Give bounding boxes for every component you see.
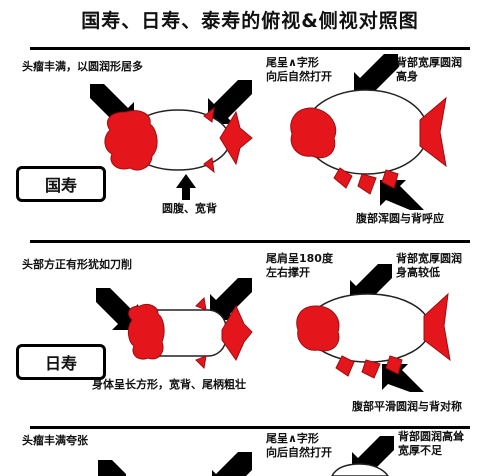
fish-side-tail [419,96,447,168]
section-guoshou: 头瘤丰满，以圆润形居多 尾呈∧字形 向后自然打开 背部宽厚圆润 高身 圆腹、宽背… [0,50,500,250]
arrow-icon [98,460,126,476]
divider-1 [30,47,470,50]
page-title: 国寿、日寿、泰寿的俯视&侧视对照图 [81,10,419,32]
fish-fin [203,106,215,123]
fish-illustration [98,436,394,476]
fish-fin [333,167,353,189]
note-body-shape: 身体呈长方形，宽背、尾柄粗壮 [92,378,246,391]
fish-top-head [104,110,158,171]
fish-fin [203,157,215,174]
fish-side-head [296,305,340,352]
arrow-icon [354,54,398,98]
note-head: 头瘤丰满，以圆润形居多 [22,60,143,73]
arrow-icon [176,174,196,200]
fish-top-tail [219,110,253,166]
fish-illustration [90,54,447,210]
fish-top-head [127,303,165,360]
fish-fin [335,355,355,377]
note-back: 背部宽厚圆润 高身 [396,56,462,83]
section-taishou: 头瘤丰满夸张 尾呈∧字形 向后自然打开 背部圆润高耸 宽厚不足 [0,430,500,476]
fish-fin [195,355,207,370]
arrow-icon [96,288,138,330]
fish-side-body [331,463,389,476]
divider-3 [30,426,470,429]
fish-illustration [96,264,451,392]
note-tail: 尾呈∧字形 向后自然打开 [266,432,332,459]
fish-fin [357,173,377,195]
fish-fin [385,355,403,375]
arrow-icon [210,278,252,320]
variety-tag: 国寿 [16,166,106,202]
note-tail: 尾呈∧字形 向后自然打开 [266,56,332,83]
fish-fin [381,169,399,189]
note-belly: 腹部浑圆与背呼应 [356,212,444,225]
divider-2 [30,240,470,243]
fish-fin [361,359,381,379]
section-rishou: 头部方正有形犹如刀削 尾肩呈180度 左右撑开 背部宽厚圆润 身高较低 身体呈长… [0,244,500,444]
arrow-icon [208,80,252,124]
note-belly-back: 圆腹、宽背 [162,202,217,215]
note-back: 背部圆润高耸 宽厚不足 [398,430,464,457]
arrow-icon [212,452,252,476]
note-tail: 尾肩呈180度 左右撑开 [266,252,333,279]
note-head: 头部方正有形犹如刀削 [22,258,132,271]
fish-top-tail [221,304,253,362]
fish-fin [195,296,207,311]
arrow-icon [380,180,424,210]
note-belly: 腹部平滑圆润与背对称 [352,400,462,413]
note-head: 头瘤丰满夸张 [22,434,88,447]
fish-side-tail [423,292,451,362]
variety-tag: 日寿 [16,344,106,380]
fish-side-head [290,107,337,159]
note-back: 背部宽厚圆润 身高较低 [396,252,462,279]
